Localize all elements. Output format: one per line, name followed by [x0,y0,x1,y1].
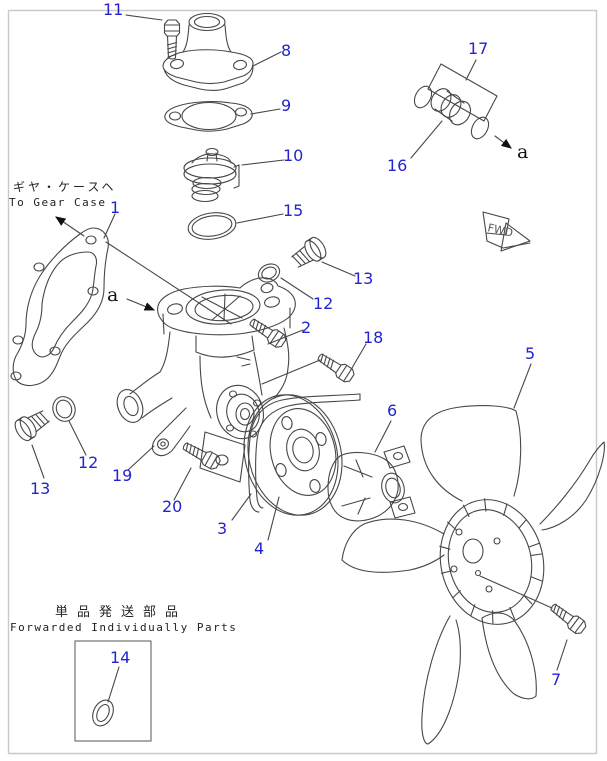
part-12-o-ring-right [257,263,281,283]
to-gear-case-arrow [55,216,85,237]
part-3-v-belt [248,393,361,513]
part-4-pulley [243,394,343,516]
part-16-sleeve [430,88,471,126]
callout-13-left: 13 [30,479,51,498]
pump-body [116,277,296,483]
part-19-bracket [151,407,191,457]
callout-19: 19 [112,466,133,485]
part-10-thermostat [183,147,240,203]
callout-6: 6 [387,401,398,420]
fwd-arrow-icon: FWD [482,211,531,252]
callout-3: 3 [217,519,228,538]
part-20-bolt [179,438,223,472]
gear-case-label-jp: ギヤ・ケースヘ [13,180,117,194]
callout-12-left: 12 [78,453,99,472]
view-marker-a-left: a [107,284,119,306]
forwarded-label-en: Forwarded Individually Parts [10,621,238,634]
callout-10: 10 [283,146,304,165]
part-7-bolt [547,599,589,637]
callout-4: 4 [254,539,265,558]
part-14-o-ring [92,699,114,727]
view-marker-a-right: a [517,141,529,163]
callout-16: 16 [387,156,408,175]
callout-9: 9 [281,96,292,115]
gear-case-label-en: To Gear Case [9,196,107,209]
part-5-fan [341,405,605,745]
callout-15: 15 [283,201,304,220]
callout-8: 8 [281,41,292,60]
svg-text:FWD: FWD [486,221,514,239]
part-8-water-outlet [162,12,254,91]
callout-11: 11 [103,0,124,19]
forwarded-label-jp: 単品発送部品 [55,605,188,620]
callout-13-right: 13 [353,269,374,288]
callout-7: 7 [551,670,562,689]
forwarded-parts-box [74,640,152,742]
part-18-bolt [314,349,357,385]
part-13-plug-left [11,405,53,444]
leader-lines [31,14,568,703]
part-15-o-ring [187,212,237,240]
callout-14: 14 [110,648,131,667]
callout-12-right: 12 [313,294,334,313]
callout-2: 2 [301,318,312,337]
part-12-o-ring-left [52,396,76,422]
part-6-fan-spacer [327,445,416,522]
callout-5: 5 [525,344,536,363]
part-9-gasket [164,101,253,132]
callout-18: 18 [363,328,384,347]
page-border [7,9,598,755]
part-1-pump-gasket [10,227,109,387]
part-17-kit-outline [413,63,498,140]
view-a-arrow-left [126,298,156,311]
callout-1: 1 [110,198,121,217]
callout-20: 20 [162,497,183,516]
part-13-plug-right [288,234,330,273]
callout-17: 17 [468,39,489,58]
view-a-arrow-right [494,135,512,149]
